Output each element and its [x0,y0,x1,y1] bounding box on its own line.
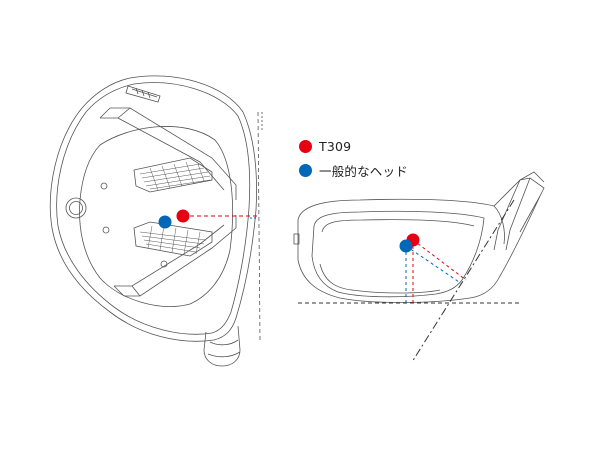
left-vertical-ref-line [257,111,261,343]
left-red-cg-dot [176,209,190,223]
legend-label: 一般的なヘッド [319,163,408,179]
right-blue-cg-dot [399,239,413,253]
sole-view-head [49,75,257,367]
left-blue-cg-dot [158,215,172,229]
face-view-head [293,171,545,303]
red-dot-icon [299,139,312,153]
legend-item-general-head: 一般的なヘッド [299,158,408,182]
legend-item-t309: T309 [299,134,408,158]
right-red-diagonal-line [412,239,467,281]
blue-dot-icon [299,163,312,177]
head-outline [49,75,257,342]
sole-weight-icon [65,197,87,219]
right-blue-diagonal-line [405,245,463,285]
legend: T309 一般的なヘッド [299,134,408,182]
face-outline [297,177,545,303]
shaft-axis-line [411,199,515,363]
legend-label: T309 [319,138,352,154]
hosel [203,325,241,367]
head-logo [125,85,161,103]
